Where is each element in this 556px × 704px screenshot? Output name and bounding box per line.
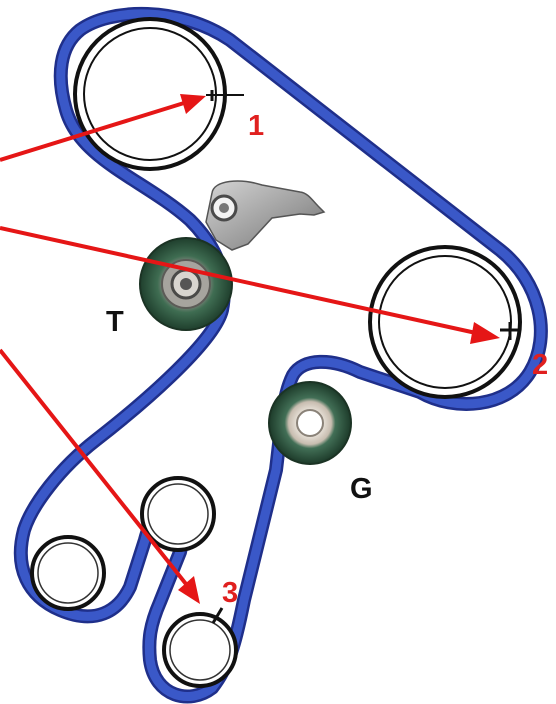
tensioner-label: T [106, 306, 124, 338]
camshaft-pulley-2 [368, 245, 522, 399]
idler-pulley-upper [140, 476, 216, 552]
guide-pulley [268, 381, 352, 465]
tensioner-pulley [139, 237, 233, 331]
crankshaft-pulley-3 [162, 607, 238, 688]
arrow-to-mark-2 [0, 226, 500, 344]
arrow-to-mark-3 [0, 348, 200, 604]
tensioner-arm [205, 180, 326, 251]
mark-1-label: 1 [248, 110, 264, 142]
mark-2-label: 2 [532, 349, 548, 381]
arrow-to-mark-1 [0, 94, 206, 162]
guide-label: G [350, 473, 373, 505]
timing-arrows [0, 94, 500, 604]
camshaft-pulley-1 [73, 17, 244, 171]
mark-3-label: 3 [222, 577, 238, 609]
idler-pulley-left [30, 535, 106, 611]
